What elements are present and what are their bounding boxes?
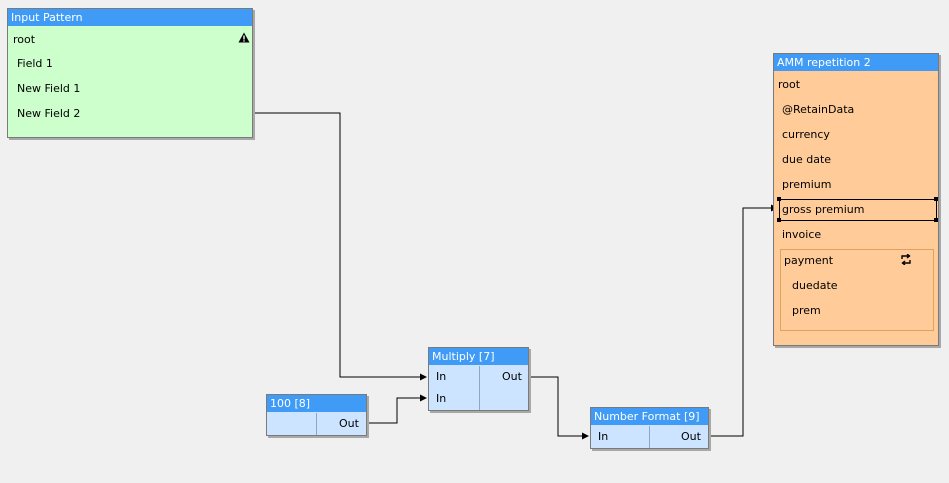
number-format-in-port[interactable]: In <box>598 430 609 443</box>
selection-handle[interactable] <box>934 197 938 201</box>
multiply-out-port[interactable]: Out <box>502 370 522 383</box>
amm-currency[interactable]: currency <box>782 128 830 141</box>
amm-retain-data[interactable]: @RetainData <box>782 103 855 116</box>
constant-out-port[interactable]: Out <box>339 417 359 430</box>
constant-node[interactable]: 100 [8] Out <box>266 394 367 436</box>
amm-payment[interactable]: payment <box>784 254 834 267</box>
amm-root[interactable]: root <box>778 78 801 91</box>
input-pattern-root[interactable]: root <box>13 33 36 46</box>
amm-due-date[interactable]: due date <box>782 153 832 166</box>
number-format-divider <box>649 426 650 448</box>
payment-group[interactable] <box>780 249 934 331</box>
multiply-title[interactable]: Multiply [7] <box>429 348 528 365</box>
amm-duedate[interactable]: duedate <box>792 279 838 292</box>
warning-icon <box>238 32 250 43</box>
selection-handle[interactable] <box>777 197 781 201</box>
amm-prem[interactable]: prem <box>792 304 821 317</box>
input-pattern-node[interactable]: Input Pattern root Field 1 New Field 1 N… <box>7 8 253 138</box>
number-format-node[interactable]: Number Format [9] In Out <box>590 407 709 449</box>
number-format-title[interactable]: Number Format [9] <box>591 408 708 425</box>
multiply-divider <box>479 366 480 410</box>
wire-constant-to-multiply <box>366 394 427 424</box>
amm-gross-premium[interactable]: gross premium <box>782 203 865 216</box>
amm-gross-premium-selection <box>779 199 937 221</box>
input-new-field-2[interactable]: New Field 2 <box>17 107 81 120</box>
repeat-icon <box>901 254 911 265</box>
wire-field2-to-multiply <box>251 112 427 381</box>
amm-invoice[interactable]: invoice <box>782 228 822 241</box>
selection-handle[interactable] <box>777 218 781 222</box>
amm-title[interactable]: AMM repetition 2 <box>774 54 938 71</box>
multiply-in-port-1[interactable]: In <box>436 370 447 383</box>
multiply-node[interactable]: Multiply [7] In In Out <box>428 347 529 411</box>
amm-repetition-node[interactable]: AMM repetition 2 root @RetainData curren… <box>773 53 939 346</box>
wire-multiply-to-format <box>528 376 589 440</box>
number-format-out-port[interactable]: Out <box>681 430 701 443</box>
input-pattern-title[interactable]: Input Pattern <box>8 9 252 26</box>
input-new-field-1[interactable]: New Field 1 <box>17 82 81 95</box>
amm-premium[interactable]: premium <box>782 178 832 191</box>
constant-divider <box>316 413 317 435</box>
input-field-1[interactable]: Field 1 <box>17 57 53 70</box>
multiply-in-port-2[interactable]: In <box>436 392 447 405</box>
selection-handle[interactable] <box>934 218 938 222</box>
constant-title[interactable]: 100 [8] <box>267 395 366 412</box>
wire-format-to-gross-premium <box>708 204 778 437</box>
